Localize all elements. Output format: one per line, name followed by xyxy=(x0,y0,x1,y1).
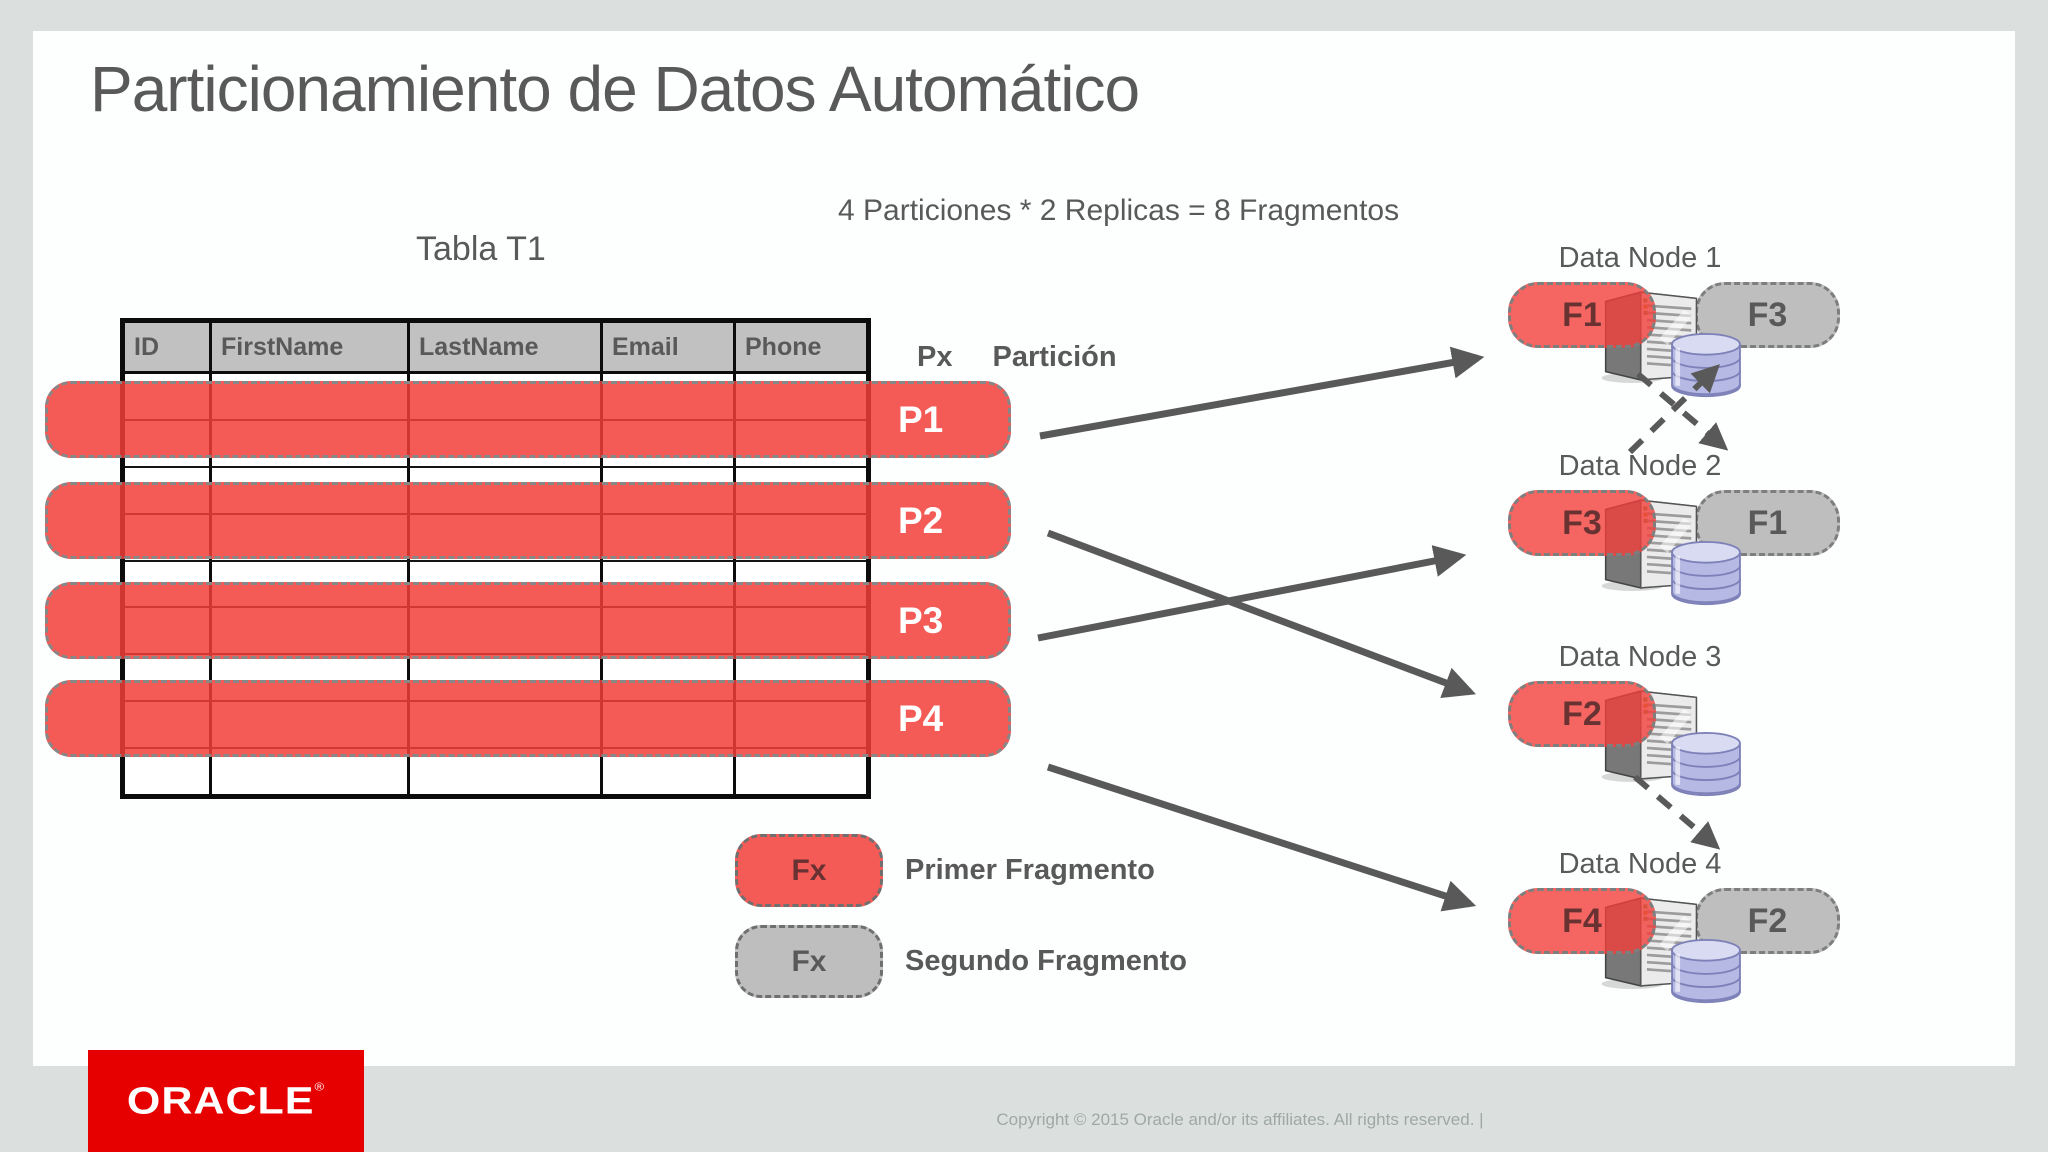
oracle-logo-text: ORACLE® xyxy=(126,1079,326,1122)
slide-title: Particionamiento de Datos Automático xyxy=(90,53,1140,125)
column-header-phone: Phone xyxy=(733,323,866,371)
legend-swatch-text: Fx xyxy=(791,853,827,887)
partition-band-p3: P3 xyxy=(45,582,1011,659)
database-icon xyxy=(1671,732,1741,797)
px-label: Px xyxy=(917,341,953,373)
particion-label: Partición xyxy=(992,341,1117,373)
registered-mark: ® xyxy=(314,1079,326,1093)
partition-band-p4: P4 xyxy=(45,680,1011,757)
table-title: Tabla T1 xyxy=(416,230,546,268)
fragment-formula-text: 4 Particiones * 2 Replicas = 8 Fragmento… xyxy=(838,194,1400,227)
partition-band-p2: P2 xyxy=(45,482,1011,559)
legend-secondary-fragment-swatch: Fx xyxy=(735,925,883,998)
data-node-title: Data Node 1 xyxy=(1558,242,1722,274)
secondary-fragment-pill: F2 xyxy=(1695,888,1840,954)
table-cell xyxy=(209,655,407,701)
column-header-firstname: FirstName xyxy=(209,323,407,371)
legend-primary-fragment-swatch: Fx xyxy=(735,834,883,907)
legend-swatch-text: Fx xyxy=(791,944,827,978)
database-icon xyxy=(1671,333,1741,398)
database-icon xyxy=(1671,541,1741,606)
table-cell xyxy=(733,749,866,795)
partition-band-p1: P1 xyxy=(45,381,1011,458)
primary-fragment-pill: F2 xyxy=(1508,681,1656,747)
partition-column-header: Px Partición xyxy=(917,341,1117,374)
table-cell xyxy=(407,749,600,795)
database-icon xyxy=(1671,939,1741,1004)
table-cell xyxy=(733,655,866,701)
partition-label: P3 xyxy=(898,599,944,641)
data-node-title: Data Node 3 xyxy=(1558,641,1722,673)
data-node-title: Data Node 4 xyxy=(1558,848,1722,880)
table-cell xyxy=(600,655,733,701)
primary-fragment-pill: F3 xyxy=(1508,490,1656,556)
partition-label: P1 xyxy=(898,398,944,440)
legend-secondary-fragment-label: Segundo Fragmento xyxy=(905,945,1187,977)
table-cell xyxy=(209,749,407,795)
primary-fragment-pill: F1 xyxy=(1508,282,1656,348)
table-cell xyxy=(407,655,600,701)
table-header-row: ID FirstName LastName Email Phone xyxy=(125,323,866,374)
data-node-title: Data Node 2 xyxy=(1558,450,1722,482)
copyright-text: Copyright © 2015 Oracle and/or its affil… xyxy=(996,1110,1484,1129)
primary-fragment-pill: F4 xyxy=(1508,888,1656,954)
partition-label: P2 xyxy=(898,499,944,541)
partition-label: P4 xyxy=(898,697,944,739)
table-cell xyxy=(600,749,733,795)
column-header-id: ID xyxy=(134,332,159,361)
oracle-logo: ORACLE® xyxy=(88,1050,364,1152)
column-header-lastname: LastName xyxy=(407,323,600,371)
column-header-email: Email xyxy=(600,323,733,371)
legend-primary-fragment-label: Primer Fragmento xyxy=(905,854,1155,886)
